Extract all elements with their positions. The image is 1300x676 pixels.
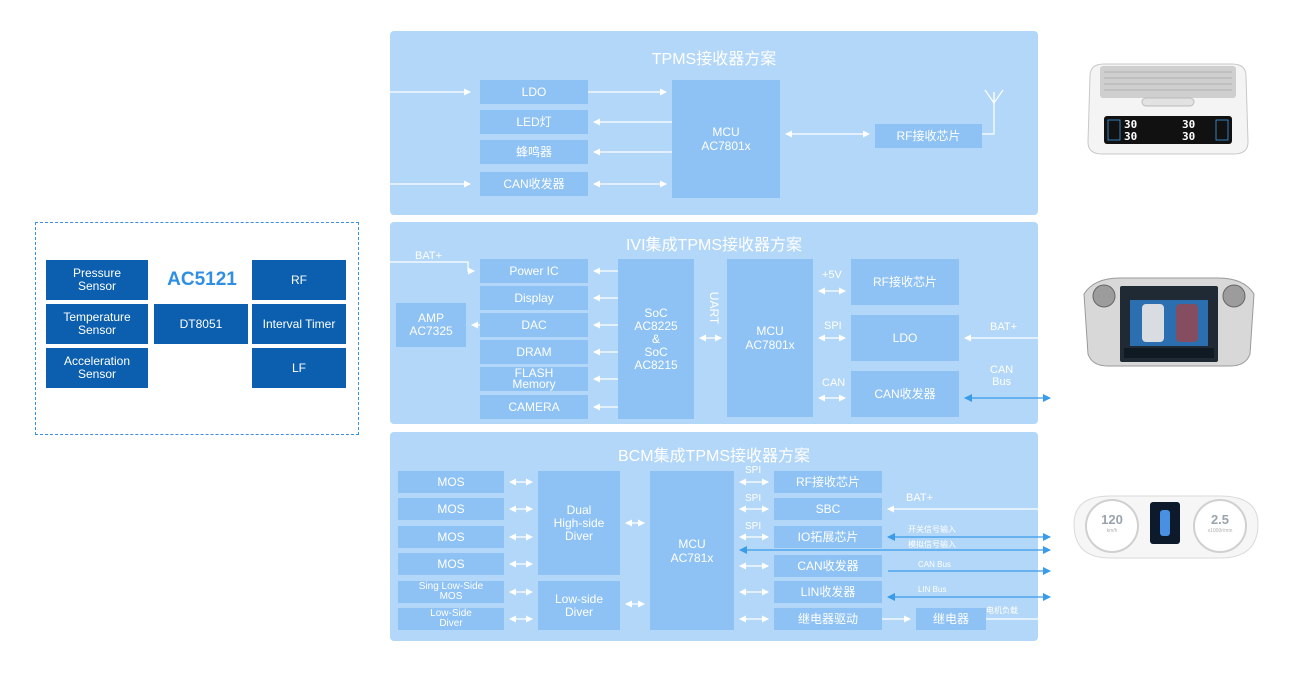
dac-block: DAC	[480, 313, 588, 337]
car-head-unit-device	[1080, 274, 1258, 370]
mcu-block: MCU AC7801x	[727, 259, 813, 417]
sbc-block: SBC	[774, 498, 882, 520]
interval-timer-block: Interval Timer	[252, 304, 346, 344]
relay-driver-block: 继电器驱动	[774, 608, 882, 630]
bus-label-spi: SPI	[824, 320, 842, 332]
mos-block-2: MOS	[398, 498, 504, 520]
temperature-sensor-block: Temperature Sensor	[46, 304, 148, 344]
can-transceiver-block: CAN收发器	[480, 172, 588, 196]
ldo-block: LDO	[851, 315, 959, 361]
rpm-value: 2.5	[1210, 512, 1230, 527]
bat-to-power-ic-wire	[390, 261, 475, 275]
chip-name: AC5121	[167, 269, 237, 290]
spi-label-2: SPI	[745, 493, 762, 504]
rf-receiver-block: RF接收芯片	[774, 471, 882, 493]
lf-block: LF	[252, 348, 346, 388]
rf-receiver-block: RF接收芯片	[875, 124, 982, 148]
panel-title: TPMS接收器方案	[651, 51, 777, 68]
buzzer-block: 蜂鸣器	[480, 140, 588, 164]
rf-to-antenna-wire	[982, 92, 995, 135]
led-block: LED灯	[480, 110, 588, 134]
rpm-unit: x1000r/min	[1207, 528, 1233, 534]
core-block: DT8051	[154, 304, 248, 344]
rf-receiver-block: RF接收芯片	[851, 259, 959, 305]
dual-high-side-driver-block: Dual High-side Diver	[538, 471, 620, 575]
switch-signal-label: 开关信号输入	[908, 525, 956, 534]
spi-label-3: SPI	[745, 521, 762, 532]
speed-value: 120	[1101, 512, 1123, 527]
mcu-block: MCU AC7801x	[672, 80, 780, 198]
spi-label-1: SPI	[745, 465, 762, 476]
mcu-block: MCU AC781x	[650, 471, 734, 630]
receiver-value-1: 30	[1124, 118, 1138, 131]
bat-label: BAT+	[906, 492, 934, 504]
receiver-value-3: 30	[1182, 118, 1196, 131]
motor-load-label: 电机负载	[986, 606, 1018, 615]
can-transceiver-block: CAN收发器	[851, 371, 959, 417]
can-bus-label: CAN Bus	[990, 364, 1014, 388]
can-transceiver-block: CAN收发器	[774, 555, 882, 577]
amp-block: AMP AC7325	[396, 303, 466, 347]
dram-block: DRAM	[480, 340, 588, 364]
rf-block: RF	[252, 260, 346, 300]
io-expander-block: IO拓展芯片	[774, 526, 882, 548]
ldo-block: LDO	[480, 80, 588, 104]
bus-label-can: CAN	[822, 377, 846, 389]
ac5121-chip-card: Pressure Sensor Temperature Sensor Accel…	[35, 222, 359, 435]
panel-title: IVI集成TPMS接收器方案	[625, 237, 802, 254]
camera-block: CAMERA	[480, 395, 588, 419]
mos-block-3: MOS	[398, 526, 504, 548]
analog-signal-label: 模拟信号输入	[908, 540, 956, 549]
receiver-illustration	[1087, 63, 1249, 155]
low-side-driver-group-block: Low-side Diver	[538, 581, 620, 630]
single-low-side-mos-block: Sing Low-Side MOS	[398, 581, 504, 603]
lin-transceiver-block: LIN收发器	[774, 581, 882, 603]
instrument-cluster-device: 120 km/h 2.5 x1000r/min	[1070, 494, 1262, 560]
mos-block-1: MOS	[398, 471, 504, 493]
relay-block: 继电器	[916, 608, 986, 630]
bus-label-5v: +5V	[822, 269, 842, 281]
low-side-driver-block: Low-Side Diver	[398, 608, 504, 630]
head-unit-illustration	[1083, 277, 1255, 367]
speed-unit: km/h	[1106, 528, 1118, 534]
flash-memory-block: FLASH Memory	[480, 367, 588, 391]
tpms-receiver-device: 30 30 30 30	[1082, 58, 1254, 156]
soc-block: SoC AC8225 & SoC AC8215	[618, 259, 694, 419]
power-ic-block: Power IC	[480, 259, 588, 283]
pressure-sensor-block: Pressure Sensor	[46, 260, 148, 300]
receiver-value-2: 30	[1124, 130, 1138, 143]
display-block: Display	[480, 286, 588, 310]
can-bus-label: CAN Bus	[918, 560, 951, 569]
acceleration-sensor-block: Acceleration Sensor	[46, 348, 148, 388]
mos-block-4: MOS	[398, 553, 504, 575]
bat-right-label: BAT+	[990, 321, 1018, 333]
cluster-illustration	[1073, 495, 1259, 559]
bat-left-label: BAT+	[415, 250, 443, 262]
panel-title: BCM集成TPMS接收器方案	[617, 448, 810, 465]
receiver-value-4: 30	[1182, 130, 1196, 143]
lin-bus-label: LIN Bus	[918, 585, 947, 594]
